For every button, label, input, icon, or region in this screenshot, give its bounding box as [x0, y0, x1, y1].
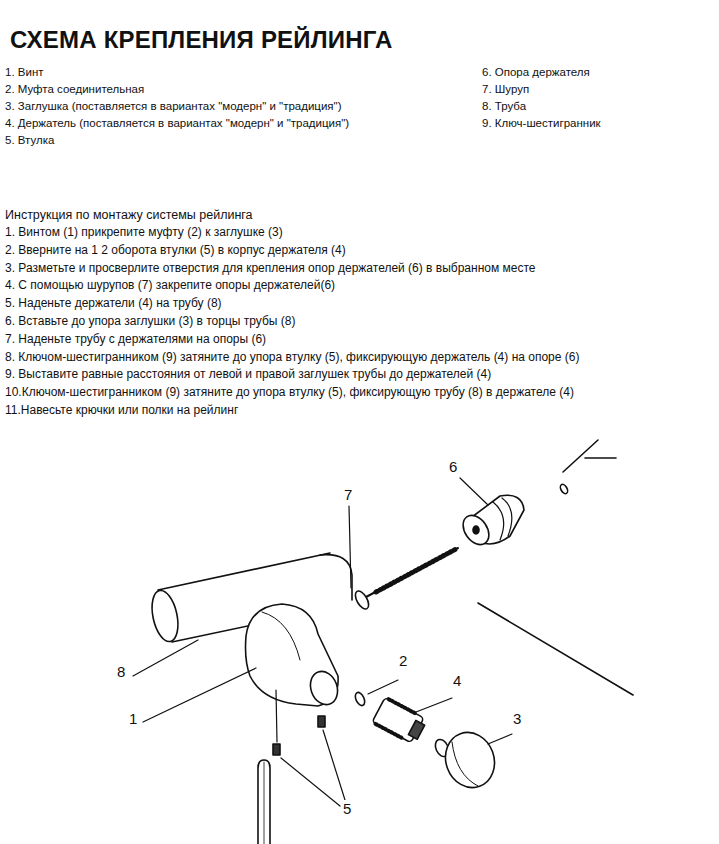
leader-line [416, 698, 452, 712]
holder-shade [262, 612, 300, 660]
callout-number: 4 [452, 672, 462, 690]
callout-number: 1 [128, 710, 138, 728]
instruction-step: 2. Вверните на 1 2 оборота втулки (5) в … [5, 243, 346, 257]
cap-shade [452, 742, 478, 786]
instruction-step: 7. Наденьте трубу с держателями на опоры… [5, 332, 266, 346]
support-end [458, 511, 494, 550]
leader-line [368, 680, 398, 694]
instruction-step: 3. Разметьте и просверлите отверстия для… [5, 261, 536, 275]
screw-shank [366, 548, 458, 597]
instruction-step: 9. Выставите равные расстояния от левой … [5, 367, 491, 381]
axis-line [276, 690, 277, 742]
cap [438, 725, 502, 794]
parts-list-item: 3. Заглушка (поставляется в вариантах "м… [5, 100, 342, 114]
instruction-step: 1. Винтом (1) прикрепите муфту (2) к заг… [5, 225, 283, 239]
grub-screw [273, 744, 280, 755]
parts-list-item: 7. Шуруп [482, 83, 529, 97]
coupling-knurl [389, 699, 415, 713]
grub-screw [318, 716, 325, 727]
parts-list-item: 8. Труба [482, 100, 526, 114]
tube-outline [320, 555, 352, 600]
support-ring [559, 483, 569, 495]
wall-line [563, 440, 598, 472]
instruction-step: 11.Навесьте крючки или полки на рейлинг [5, 403, 238, 417]
screw-head [353, 589, 372, 611]
leader-line [460, 478, 488, 505]
leader-line [323, 730, 345, 800]
callout-number: 6 [448, 458, 458, 476]
diagram-title: СХЕМА КРЕПЛЕНИЯ РЕЙЛИНГА [10, 26, 393, 55]
parts-list-item: 2. Муфта соединительная [5, 83, 144, 97]
coupling-end [408, 720, 424, 739]
parts-list-item: 1. Винт [5, 66, 44, 80]
leader-line [349, 506, 351, 588]
instruction-step: 6. Вставьте до упора заглушки (3) в торц… [5, 314, 295, 328]
hex-key-edge [264, 762, 265, 844]
instruction-step: 10.Ключом-шестигранником (9) затяните до… [5, 385, 574, 399]
support-groove [493, 498, 512, 540]
wall-line [585, 457, 616, 459]
support-hole [473, 526, 479, 534]
parts-list-item: 4. Держатель (поставляется в вариантах "… [5, 117, 349, 131]
callout-number: 8 [116, 663, 126, 681]
wall-line [478, 603, 633, 695]
parts-list-item: 5. Втулка [5, 134, 54, 148]
coupling-knurl [376, 724, 402, 738]
tube-end [148, 588, 182, 644]
coupling-body [372, 697, 424, 742]
washer [353, 691, 366, 707]
parts-list-item: 9. Ключ-шестигранник [482, 117, 601, 131]
holder-stem-end [306, 668, 342, 709]
instruction-step: 5. Наденьте держатели (4) на трубу (8) [5, 296, 222, 310]
callout-number: 7 [343, 486, 353, 504]
instruction-step: 8. Ключом-шестигранником (9) затяните до… [5, 350, 579, 364]
parts-list-item: 6. Опора держателя [482, 66, 590, 80]
callout-number: 5 [342, 800, 352, 818]
leader-line [133, 640, 198, 676]
callout-number: 2 [398, 652, 408, 670]
screw-thread [376, 549, 456, 592]
leader-line [143, 668, 256, 722]
leader-line [488, 734, 512, 744]
callout-number: 3 [512, 710, 522, 728]
hex-key [258, 760, 270, 844]
instruction-step: 4. С помощью шурупов (7) закрепите опоры… [5, 278, 335, 292]
instruction-heading: Инструкция по монтажу системы рейлинга [5, 208, 253, 223]
leader-line [281, 758, 340, 806]
